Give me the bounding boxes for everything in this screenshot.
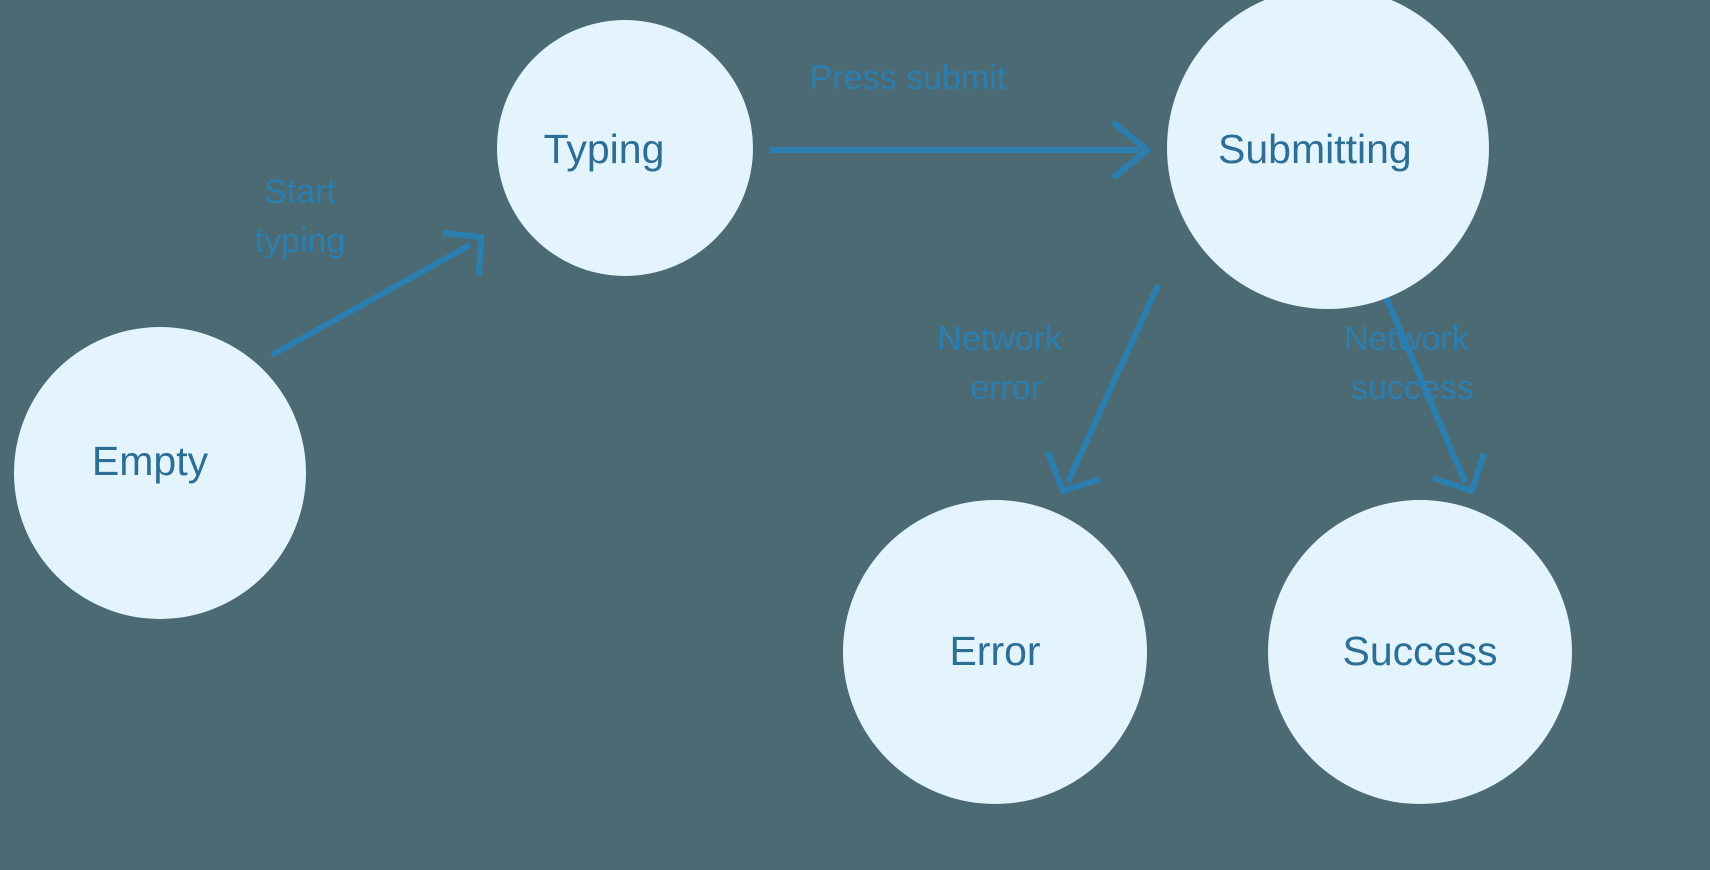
edge-label-start-typing-line1: Start: [264, 173, 336, 211]
node-typing[interactable]: Typing: [497, 20, 753, 276]
node-error-label: Error: [949, 628, 1040, 674]
node-submitting-circle: [1167, 0, 1489, 309]
edge-empty-to-typing[interactable]: [270, 230, 485, 358]
edge-label-empty-to-typing: Start typing: [255, 173, 346, 260]
edge-label-start-typing-line2: typing: [255, 222, 346, 260]
edge-label-network-error-line2: error: [970, 369, 1042, 407]
edge-label-network-success-line1: Network: [1344, 320, 1470, 358]
edge-typing-to-submitting-arrowhead: [1111, 119, 1152, 181]
node-empty[interactable]: Empty: [14, 327, 306, 619]
edge-empty-to-typing-line: [270, 242, 472, 358]
edge-label-press-submit: Press submit: [810, 59, 1007, 97]
node-success-circle: [1268, 500, 1572, 804]
edge-submitting-to-success[interactable]: [1380, 288, 1487, 495]
edge-submitting-to-success-line: [1380, 288, 1468, 484]
node-submitting-label: Submitting: [1218, 126, 1412, 172]
edge-label-network-success-line2: success: [1351, 369, 1474, 407]
edge-submitting-to-error-line: [1065, 283, 1161, 484]
edge-empty-to-typing-arrowhead: [442, 230, 485, 276]
edge-label-network-error-line1: Network: [937, 320, 1063, 358]
edge-label-submitting-to-success: Network success: [1344, 320, 1474, 407]
edge-submitting-to-error[interactable]: [1045, 283, 1161, 495]
node-typing-circle: [497, 20, 753, 276]
node-error-circle: [843, 500, 1147, 804]
edge-label-typing-to-submitting: Press submit: [810, 59, 1007, 97]
node-success-label: Success: [1343, 628, 1498, 674]
node-error[interactable]: Error: [843, 500, 1147, 804]
node-submitting[interactable]: Submitting: [1167, 0, 1489, 309]
node-typing-label: Typing: [544, 126, 665, 172]
node-success[interactable]: Success: [1268, 500, 1572, 804]
edge-label-submitting-to-error: Network error: [937, 320, 1063, 407]
edge-submitting-to-success-arrowhead: [1432, 452, 1487, 495]
node-empty-label: Empty: [92, 438, 209, 484]
edge-typing-to-submitting[interactable]: [770, 119, 1152, 181]
edge-submitting-to-error-arrowhead: [1045, 450, 1101, 495]
node-empty-circle: [14, 327, 306, 619]
